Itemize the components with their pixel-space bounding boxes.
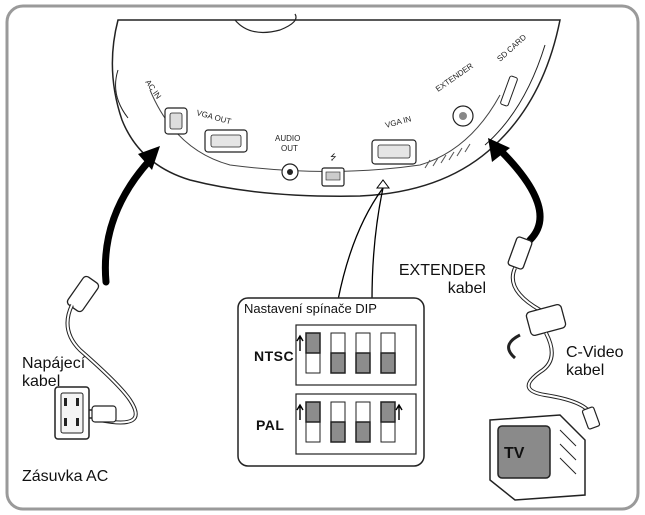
port-label-audio-out-2: OUT	[281, 144, 298, 153]
dip-up-arrow-pal-4	[395, 403, 403, 420]
tv-label: TV	[504, 445, 525, 462]
dip-switch-knob-ntsc-4	[380, 352, 396, 374]
dip-pointer-line-2	[371, 187, 384, 301]
extender-cable-label-1: EXTENDER	[398, 262, 486, 279]
cvideo-cable-label-2: kabel	[566, 362, 605, 380]
power-cable-label-2: kabel	[22, 373, 61, 391]
dip-switch-knob-pal-2	[330, 421, 346, 443]
dip-switch-knob-ntsc-3	[355, 352, 371, 374]
ac-outlet-icon	[54, 386, 90, 440]
tv-icon: TV	[489, 414, 586, 501]
dip-up-arrow-pal-1	[296, 403, 304, 420]
dip-up-arrow-ntsc-1	[296, 334, 304, 351]
document-camera-device: AC IN VGA OUT AUDIO OUT ⭍ VGA IN EXTENDE…	[111, 13, 561, 197]
extender-cable-label-2: kabel	[447, 280, 486, 298]
extender-cable	[507, 236, 601, 430]
port-label-usb: ⭍	[330, 153, 337, 162]
dip-title: Nastavení spínače DIP	[244, 301, 377, 316]
dip-mode-pal: PAL	[256, 417, 285, 433]
dip-switch-knob-ntsc-1	[305, 332, 321, 354]
ac-outlet-label: Zásuvka AC	[22, 468, 109, 485]
sd-card-slot	[500, 75, 518, 107]
extender-arrow	[488, 138, 544, 244]
dip-mode-ntsc: NTSC	[254, 348, 295, 364]
port-label-audio-out-1: AUDIO	[275, 134, 300, 143]
dip-switch-panel	[237, 297, 425, 467]
power-cable	[65, 275, 138, 425]
power-cable-label-1: Napájecí	[22, 355, 86, 372]
dip-switch-knob-pal-4	[380, 401, 396, 423]
dip-switch-knob-pal-3	[355, 421, 371, 443]
dip-switch-knob-ntsc-2	[330, 352, 346, 374]
dip-switch-knob-pal-1	[305, 401, 321, 423]
power-arrow	[101, 146, 160, 286]
dip-pointer-line-1	[337, 187, 384, 301]
cvideo-cable-label-1: C-Video	[566, 344, 624, 361]
